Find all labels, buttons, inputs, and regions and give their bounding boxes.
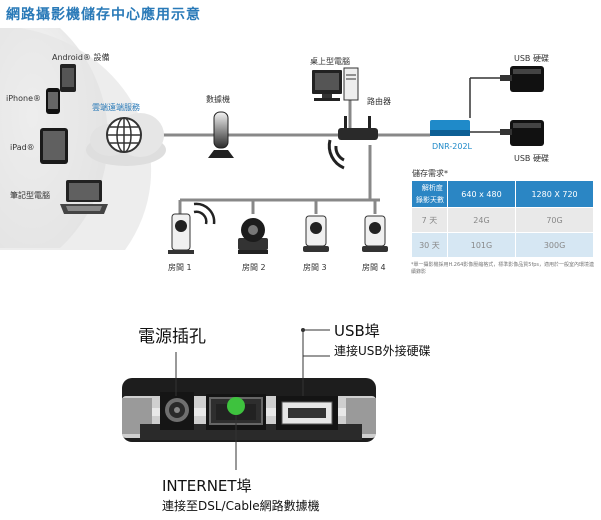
power-jack-title: 電源插孔 — [138, 327, 206, 347]
label-usb-disk-2: USB 硬碟 — [514, 154, 549, 163]
table-row: 7 天 24G 70G — [411, 207, 594, 233]
label-android: Android® 設備 — [52, 53, 110, 62]
camera-icon-room-1 — [168, 202, 216, 254]
label-desktop: 桌上型電腦 — [310, 57, 350, 66]
desktop-icon — [312, 67, 359, 101]
storage-table-title: 儲存需求* — [412, 169, 448, 178]
ipad-icon — [40, 128, 68, 164]
row-days: 30 天 — [411, 232, 448, 258]
label-iphone: iPhone® — [6, 94, 42, 103]
label-usb-disk-1: USB 硬碟 — [514, 54, 549, 63]
callout-lines — [175, 329, 330, 470]
storage-table-corner: 解析度 錄影天數 — [411, 180, 448, 208]
camera-icon-room-2 — [238, 218, 268, 254]
internet-port-desc: 連接至DSL/Cable網路數據機 — [162, 499, 320, 513]
power-jack — [160, 392, 194, 430]
column-header: 640 x 480 — [446, 180, 517, 208]
table-cell: 70G — [515, 207, 594, 233]
android-phone-icon — [60, 64, 76, 92]
modem-icon — [208, 111, 234, 158]
label-room-1: 房間 1 — [168, 263, 192, 272]
column-header: 1280 X 720 — [515, 180, 594, 208]
usb-port-desc: 連接USB外接硬碟 — [334, 344, 431, 358]
table-cell: 101G — [446, 232, 517, 258]
label-router: 路由器 — [367, 97, 391, 106]
label-notebook: 筆記型電腦 — [10, 191, 50, 200]
diagram-title: 網路攝影機儲存中心應用示意 — [6, 7, 201, 23]
camera-icon-room-4 — [362, 215, 388, 252]
laptop-icon — [60, 180, 108, 214]
label-modem: 數據機 — [206, 95, 230, 104]
label-nvr: DNR-202L — [432, 142, 472, 151]
label-room-4: 房間 4 — [362, 263, 386, 272]
iphone-icon — [46, 88, 60, 114]
callout-dot-usb — [301, 328, 305, 332]
label-cloud: 雲端遠端服務 — [92, 103, 140, 112]
corner-days: 錄影天數 — [416, 196, 444, 204]
camera-icon-room-3 — [303, 215, 329, 252]
storage-table-note: *單一攝影機採用H.264影像壓縮格式，標準影像品質5fps，適用於一般室內環境… — [411, 262, 595, 275]
usb-port — [276, 396, 338, 430]
usb-disk-icon-1 — [500, 66, 544, 92]
callout-dot-lan — [227, 397, 245, 415]
table-cell: 24G — [446, 207, 517, 233]
nvr-device-icon — [430, 120, 470, 136]
label-room-2: 房間 2 — [242, 263, 266, 272]
table-cell: 300G — [515, 232, 594, 258]
corner-resolution: 解析度 — [421, 184, 443, 192]
storage-table: 解析度 錄影天數 640 x 480 1280 X 720 7 天 24G 70… — [411, 180, 594, 258]
router-icon — [327, 116, 378, 170]
cloud-icon — [86, 113, 166, 166]
label-room-3: 房間 3 — [303, 263, 327, 272]
usb-port-title: USB埠 — [334, 322, 380, 340]
internet-port-title: INTERNET埠 — [162, 477, 252, 495]
label-ipad: iPad® — [10, 143, 35, 152]
row-days: 7 天 — [411, 207, 448, 233]
table-row: 30 天 101G 300G — [411, 232, 594, 258]
storage-table-header: 解析度 錄影天數 640 x 480 1280 X 720 — [411, 180, 594, 208]
usb-disk-icon-2 — [500, 120, 544, 146]
